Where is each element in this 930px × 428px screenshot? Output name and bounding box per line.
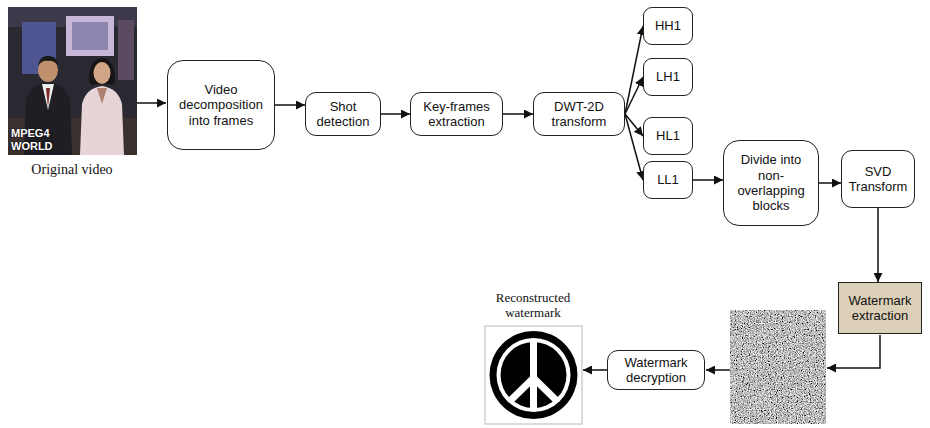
flow-arrow: [625, 26, 643, 114]
flow-arrow: [381, 113, 410, 115]
studio-screen: [66, 16, 114, 56]
man-hair: [38, 56, 58, 66]
box-text: Divide into non-overlapping blocks: [728, 152, 814, 213]
arrow-line: [827, 335, 880, 368]
arrow-line: [706, 369, 730, 371]
box-text: DWT-2D transform: [538, 99, 620, 130]
box-text: Shot detection: [310, 99, 376, 130]
overlay-text: MPEG4 WORLD: [11, 127, 61, 152]
flow-arrow: [503, 113, 533, 115]
box-text: Key-frames extraction: [415, 99, 498, 130]
frame-background: [8, 7, 137, 155]
studio-wall: [118, 20, 134, 80]
flow-arrow: [693, 179, 723, 181]
flow-arrow: [877, 208, 879, 282]
peace-line: [510, 378, 534, 401]
box-text: HL1: [656, 128, 680, 143]
flow-arrow: [275, 104, 305, 106]
process-box: DWT-2D transform: [533, 92, 625, 136]
watermark-frame: [485, 326, 582, 424]
caption-label: Reconstructed watermark: [478, 291, 588, 321]
peace-disc: [501, 342, 567, 408]
box-text: SVD Transform: [846, 164, 910, 195]
box-text: HH1: [655, 18, 681, 33]
arrow-line: [583, 369, 607, 371]
peace-line: [534, 378, 558, 401]
peace-line: [530, 342, 537, 408]
woman-neck: [97, 88, 107, 104]
caption-label: Original video: [17, 162, 127, 178]
flow-arrow: [625, 114, 643, 180]
peace-symbol: [485, 326, 582, 424]
arrow-line: [137, 102, 166, 104]
noise-image: [730, 310, 826, 424]
box-text: Watermark decryption: [612, 355, 700, 386]
box-text: Video decomposition into frames: [172, 82, 270, 128]
studio-screen: [72, 22, 108, 50]
process-box: LH1: [643, 58, 693, 96]
process-box: LL1: [643, 161, 693, 199]
man-shirt: [42, 84, 54, 110]
connector-group: [275, 26, 878, 282]
process-box: Divide into non-overlapping blocks: [723, 140, 819, 226]
process-box: Video decomposition into frames: [167, 60, 275, 150]
woman-head: [94, 62, 111, 84]
process-box: SVD Transform: [841, 150, 915, 208]
peace-gap: [497, 338, 571, 412]
process-box: HH1: [643, 7, 693, 45]
box-text: LL1: [657, 172, 679, 187]
process-box: Watermark extraction: [838, 282, 922, 334]
process-box: Key-frames extraction: [410, 92, 503, 136]
flow-arrow: [625, 77, 643, 114]
video-frame: [8, 7, 137, 155]
box-text: Watermark extraction: [843, 293, 917, 324]
process-box: HL1: [643, 117, 693, 155]
woman-jacket: [80, 86, 124, 155]
process-box: Watermark decryption: [607, 350, 705, 390]
flow-arrow: [819, 182, 841, 184]
man-tie: [46, 88, 50, 108]
process-box: Shot detection: [305, 92, 381, 136]
woman-hair: [89, 58, 115, 85]
box-text: LH1: [656, 69, 680, 84]
peace-ring: [490, 331, 578, 419]
